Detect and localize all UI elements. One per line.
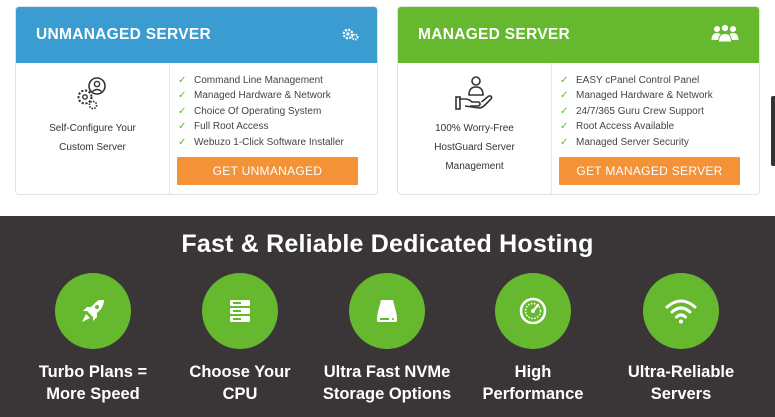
feature-cpu-line-2: CPU — [222, 385, 258, 403]
list-item: ✓ EASY cPanel Control Panel — [560, 73, 751, 88]
check-icon: ✓ — [178, 90, 187, 102]
section-title: Fast & Reliable Dedicated Hosting — [181, 230, 594, 258]
list-item: ✓ Full Root Access — [178, 119, 369, 134]
feature-text: Root Access Available — [576, 121, 675, 133]
feature-turbo-line-2: More Speed — [46, 385, 140, 403]
feature-text: Command Line Management — [194, 75, 323, 86]
feature-turbo-label: Turbo Plans = More Speed — [39, 361, 147, 405]
managed-summary: 100% Worry-Free HostGuard Server Managem… — [398, 63, 552, 194]
list-item: ✓ 24/7/365 Guru Crew Support — [560, 104, 751, 119]
managed-summary-text: 100% Worry-Free HostGuard Server Managem… — [415, 119, 535, 176]
feature-performance-line-1: High — [514, 363, 552, 381]
feature-cpu-label: Choose Your CPU — [189, 361, 290, 405]
rocket-icon — [55, 273, 131, 349]
managed-card-header: MANAGED SERVER — [398, 7, 759, 63]
list-item: ✓ Command Line Management — [178, 73, 369, 88]
managed-summary-line-1: 100% Worry-Free — [435, 123, 514, 134]
check-icon: ✓ — [560, 90, 569, 102]
feature-text: Managed Hardware & Network — [194, 90, 331, 102]
features-section: Fast & Reliable Dedicated Hosting Turbo … — [0, 216, 775, 417]
plans-section: UNMANAGED SERVER — [15, 6, 775, 195]
unmanaged-server-card: UNMANAGED SERVER — [15, 6, 378, 195]
unmanaged-card-title: UNMANAGED SERVER — [36, 26, 212, 43]
get-managed-server-button[interactable]: GET MANAGED SERVER — [559, 157, 740, 185]
check-icon: ✓ — [560, 121, 569, 133]
feature-reliable: Ultra-Reliable Servers — [606, 273, 756, 405]
managed-server-card: MANAGED SERVER — [397, 6, 760, 195]
managed-summary-line-2: HostGuard Server — [434, 142, 515, 153]
feature-text: Full Root Access — [194, 121, 269, 133]
feature-performance-line-2: Performance — [482, 385, 584, 403]
feature-nvme-line-2: Storage Options — [322, 385, 452, 403]
feature-turbo: Turbo Plans = More Speed — [18, 273, 168, 405]
list-item: ✓ Managed Hardware & Network — [560, 88, 751, 103]
feature-text: 24/7/365 Guru Crew Support — [576, 105, 704, 117]
unmanaged-card-body: Self-Configure Your Custom Server ✓ Comma… — [16, 63, 377, 194]
managed-card-title: MANAGED SERVER — [418, 26, 571, 43]
feature-cpu-line-1: Choose Your — [189, 363, 291, 381]
wifi-icon — [643, 273, 719, 349]
feature-text: EASY cPanel Control Panel — [576, 75, 700, 86]
feature-reliable-line-1: Ultra-Reliable — [627, 363, 735, 381]
feature-nvme-label: Ultra Fast NVMe Storage Options — [323, 361, 451, 405]
feature-performance: High Performance — [458, 273, 608, 405]
gauge-icon — [495, 273, 571, 349]
unmanaged-feature-list: ✓ Command Line Management ✓ Managed Hardwa… — [178, 73, 369, 150]
hand-person-icon — [454, 73, 495, 113]
list-item: ✓ Choice Of Operating System — [178, 104, 369, 119]
gears-icon — [341, 25, 359, 46]
feature-text: Managed Server Security — [576, 136, 689, 148]
feature-turbo-line-1: Turbo Plans = — [38, 363, 148, 381]
feature-nvme: Ultra Fast NVMe Storage Options — [312, 273, 462, 405]
unmanaged-summary-text: Self-Configure Your Custom Server — [33, 119, 153, 157]
check-icon: ✓ — [178, 121, 187, 133]
drive-icon — [349, 273, 425, 349]
managed-summary-line-3: Management — [445, 161, 504, 172]
list-item: ✓ Managed Server Security — [560, 135, 751, 150]
check-icon: ✓ — [560, 75, 569, 86]
unmanaged-summary: Self-Configure Your Custom Server — [16, 63, 170, 194]
gear-person-icon — [73, 73, 113, 113]
unmanaged-card-header: UNMANAGED SERVER — [16, 7, 377, 63]
unmanaged-summary-line-2: Custom Server — [59, 142, 126, 153]
managed-card-body: 100% Worry-Free HostGuard Server Managem… — [398, 63, 759, 194]
feature-text: Choice Of Operating System — [194, 105, 322, 117]
check-icon: ✓ — [560, 136, 569, 148]
feature-nvme-line-1: Ultra Fast NVMe — [323, 363, 451, 381]
feature-performance-label: High Performance — [483, 361, 584, 405]
list-item: ✓ Webuzo 1-Click Software Installer — [178, 135, 369, 150]
server-stack-icon — [202, 273, 278, 349]
chat-tab-edge[interactable] — [771, 96, 775, 166]
check-icon: ✓ — [560, 105, 569, 117]
feature-reliable-label: Ultra-Reliable Servers — [628, 361, 734, 405]
list-item: ✓ Managed Hardware & Network — [178, 88, 369, 103]
feature-text: Managed Hardware & Network — [576, 90, 713, 102]
unmanaged-summary-line-1: Self-Configure Your — [49, 123, 136, 134]
get-unmanaged-button[interactable]: GET UNMANAGED — [177, 157, 358, 185]
feature-text: Webuzo 1-Click Software Installer — [194, 136, 344, 148]
managed-feature-list: ✓ EASY cPanel Control Panel ✓ Managed Hard… — [560, 73, 751, 150]
feature-cpu: Choose Your CPU — [165, 273, 315, 405]
feature-reliable-line-2: Servers — [650, 385, 712, 403]
users-icon — [709, 23, 741, 48]
list-item: ✓ Root Access Available — [560, 119, 751, 134]
check-icon: ✓ — [178, 136, 187, 148]
check-icon: ✓ — [178, 75, 187, 86]
check-icon: ✓ — [178, 105, 187, 117]
